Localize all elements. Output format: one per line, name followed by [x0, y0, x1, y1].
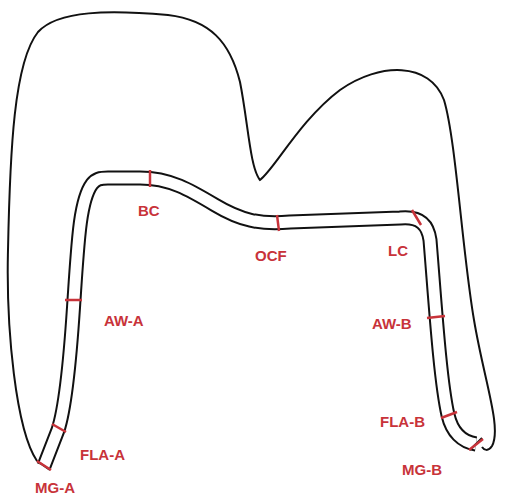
measure-tick [412, 210, 421, 225]
measure-tick [427, 316, 445, 318]
measure-tick [441, 412, 457, 418]
measure-label: FLA-B [380, 414, 425, 429]
measure-label: AW-B [372, 316, 412, 331]
measure-label: MG-B [402, 462, 442, 477]
measure-label: BC [138, 203, 160, 218]
measure-label: FLA-A [80, 447, 125, 462]
measure-tick [52, 424, 66, 432]
measure-tick [149, 170, 152, 187]
measure-label: AW-A [104, 313, 144, 328]
measure-tick [37, 461, 51, 470]
measure-tick [277, 215, 279, 231]
measure-tick [469, 439, 483, 450]
measure-label: LC [388, 243, 408, 258]
band-end-cap [37, 461, 50, 470]
measure-tick [65, 299, 82, 302]
measure-ticks [37, 170, 483, 470]
measure-label: MG-A [35, 480, 75, 495]
coping-band-inner [44, 178, 476, 466]
measure-label: OCF [255, 248, 287, 263]
coping-band-outer [44, 178, 476, 466]
band-end-cap [470, 438, 482, 450]
